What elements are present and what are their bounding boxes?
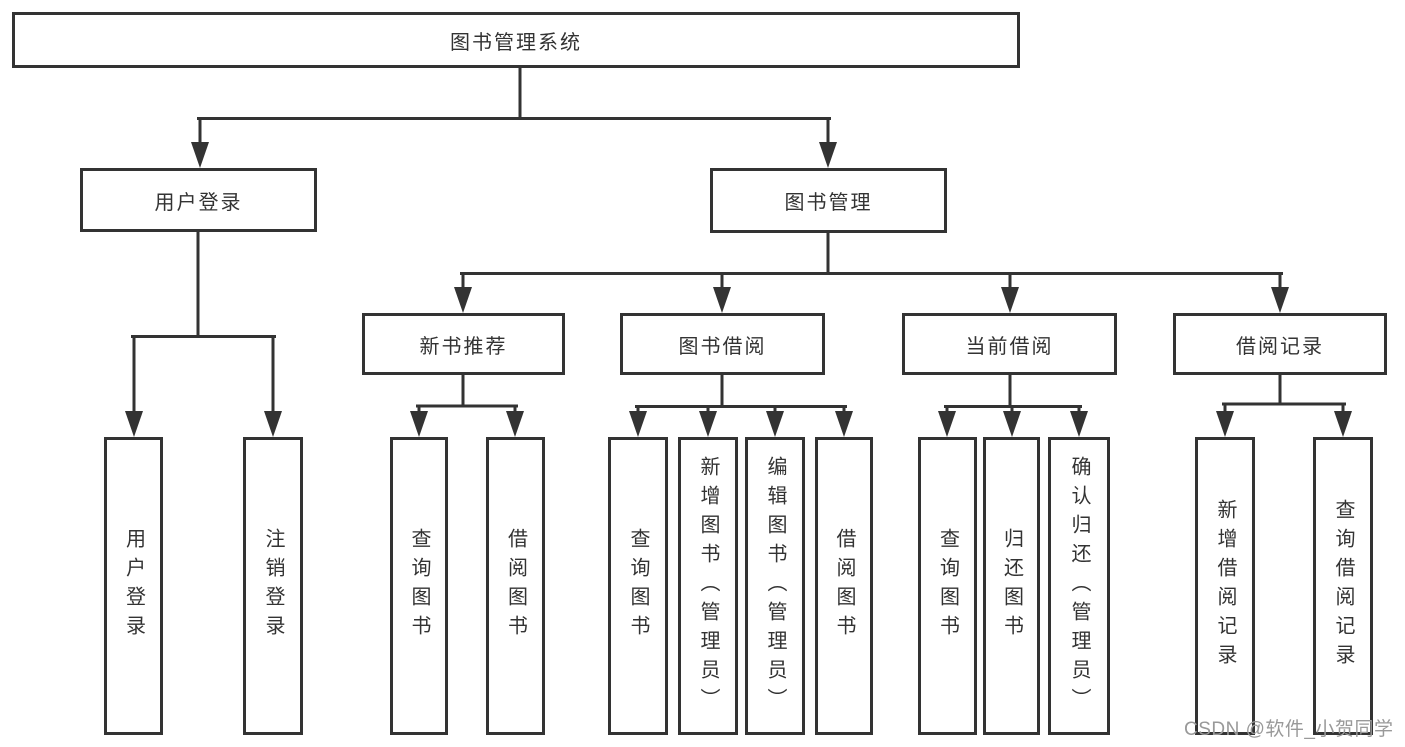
leaf-label: 注销登录 [262,528,284,644]
leaf-label: 新增图书（管理员） [697,455,719,717]
node-borrow-records: 借阅记录 [1173,313,1387,375]
leaf-query-book-1: 查询图书 [390,437,448,735]
leaf-borrow-book-2: 借阅图书 [815,437,873,735]
arrow-icon [125,411,143,437]
leaf-label: 查询图书 [408,528,430,644]
arrow-icon [766,411,784,437]
leaf-label: 查询借阅记录 [1332,499,1354,673]
arrow-icon [454,287,472,313]
arrowheads [125,142,1352,437]
arrow-icon [1001,287,1019,313]
arrow-icon [1334,411,1352,437]
leaf-label: 查询图书 [936,528,959,644]
leaf-add-book-admin: 新增图书（管理员） [678,437,738,735]
leaf-return-book: 归还图书 [983,437,1040,735]
arrow-icon [1271,287,1289,313]
leaf-user-login: 用户登录 [104,437,163,735]
leaf-query-book-3: 查询图书 [918,437,977,735]
watermark: CSDN @软件_小贺同学 [1184,719,1394,740]
leaf-label: 查询图书 [627,528,649,644]
arrow-icon [835,411,853,437]
leaf-edit-book-admin: 编辑图书（管理员） [745,437,805,735]
leaf-borrow-book-1: 借阅图书 [486,437,545,735]
node-library-system: 图书管理系统 [12,12,1020,68]
node-current-borrow: 当前借阅 [902,313,1117,375]
connector-book-borrow-branch [635,373,847,415]
connector-current-borrow-branch [944,373,1082,415]
arrow-icon [629,411,647,437]
leaf-logout: 注销登录 [243,437,303,735]
leaf-label: 借阅图书 [833,528,855,644]
leaf-label: 新增借阅记录 [1214,499,1236,673]
arrow-icon [938,411,956,437]
node-book-management: 图书管理 [710,168,947,233]
connector-user-login-branch [131,230,276,415]
leaf-label: 借阅图书 [504,528,527,644]
leaf-add-borrow-record: 新增借阅记录 [1195,437,1255,735]
leaf-label: 编辑图书（管理员） [764,455,786,717]
arrow-icon [713,287,731,313]
node-user-login: 用户登录 [80,168,317,232]
arrow-icon [506,411,524,437]
connector-lines [131,66,1346,415]
leaf-query-book-2: 查询图书 [608,437,668,735]
arrow-icon [699,411,717,437]
leaf-label: 归还图书 [1000,528,1023,644]
arrow-icon [1070,411,1088,437]
arrow-icon [1216,411,1234,437]
arrow-icon [410,411,428,437]
leaf-query-borrow-record: 查询借阅记录 [1313,437,1373,735]
connector-root-to-level2 [197,66,831,146]
leaf-label: 确认归还（管理员） [1068,455,1090,717]
arrow-icon [264,411,282,437]
arrow-icon [819,142,837,168]
arrow-icon [191,142,209,168]
connector-new-book-branch [416,373,518,415]
node-book-borrow: 图书借阅 [620,313,825,375]
node-new-book-recommend: 新书推荐 [362,313,565,375]
connector-book-management-branch [460,230,1283,291]
leaf-label: 用户登录 [122,528,145,644]
arrow-icon [1003,411,1021,437]
connector-borrow-records-branch [1222,373,1346,415]
leaf-confirm-return-admin: 确认归还（管理员） [1048,437,1110,735]
